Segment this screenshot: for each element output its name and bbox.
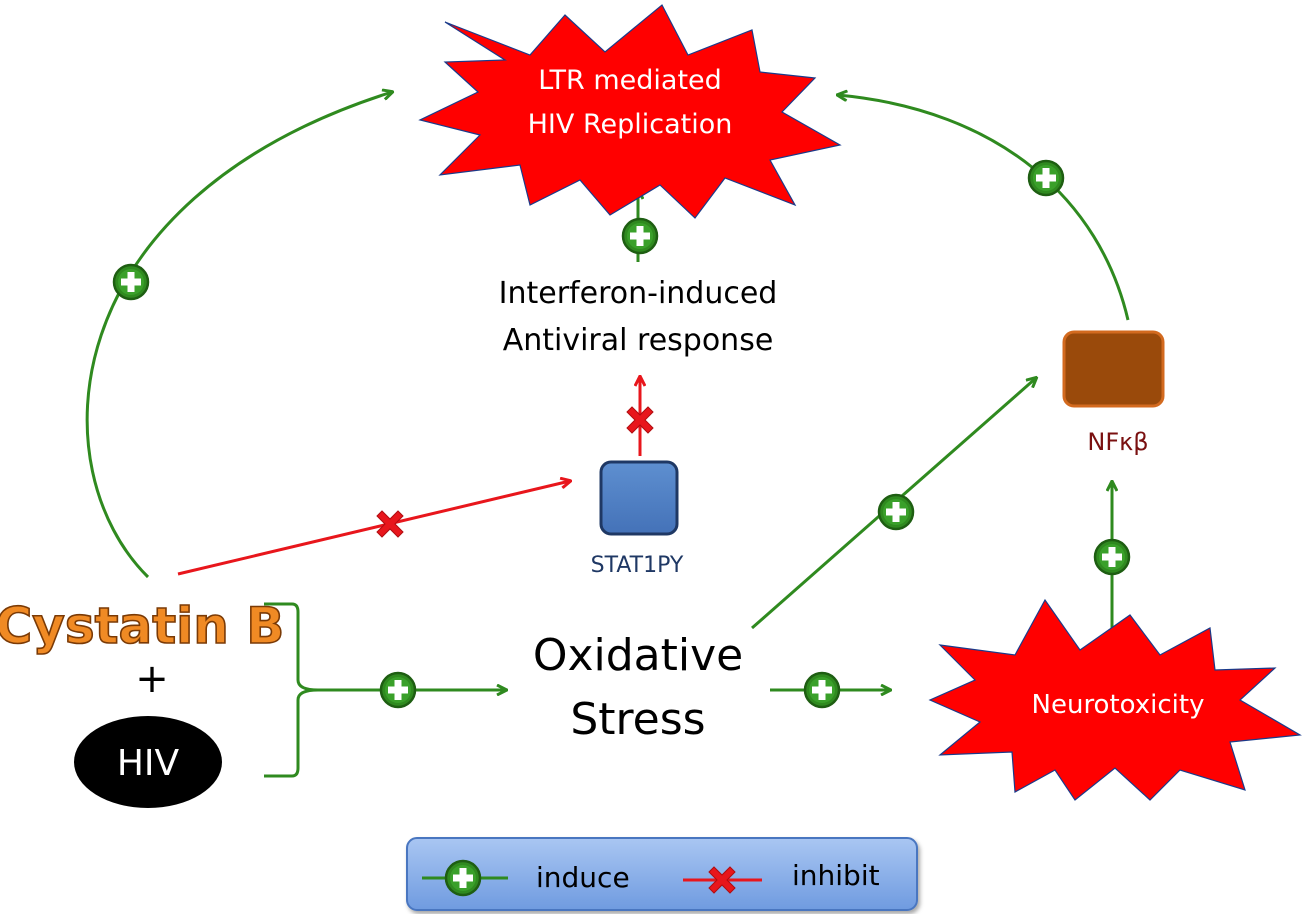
- legend-inhibit-label: inhibit: [792, 859, 880, 892]
- interferon-label-line1: Interferon-induced: [499, 276, 778, 311]
- legend: induce inhibit: [406, 837, 918, 911]
- ltr-burst: LTR mediated HIV Replication: [418, 4, 842, 219]
- plus-circle-icon: [621, 217, 659, 255]
- interferon-label-line2: Antiviral response: [503, 323, 774, 358]
- arc-nfkb-to-ltr: [838, 95, 1130, 321]
- oxidative-label-line2: Stress: [570, 694, 705, 745]
- red-x-icon: [376, 510, 404, 538]
- arrow-cystatin-to-stat1py: [177, 481, 570, 576]
- plus-circle-icon: [1027, 159, 1065, 197]
- stat1py-node: [599, 460, 679, 536]
- arc-cystatin-to-ltr: [85, 92, 392, 579]
- ltr-label-line1: LTR mediated: [538, 65, 722, 96]
- legend-induce-label: induce: [536, 861, 630, 894]
- oxidative-label-line1: Oxidative: [533, 630, 743, 681]
- plus-circle-icon: [444, 859, 482, 897]
- neurotoxicity-label: Neurotoxicity: [1032, 690, 1205, 720]
- plus-circle-icon: [1093, 538, 1131, 576]
- nfkb-node: [1062, 330, 1165, 408]
- hiv-node: [74, 716, 222, 808]
- legend-box: [406, 837, 918, 911]
- hiv-label: HIV: [117, 743, 180, 784]
- ltr-label-line2: HIV Replication: [528, 109, 733, 140]
- stat1py-label: STAT1PY: [591, 553, 684, 578]
- plus-circle-icon: [379, 671, 417, 709]
- plus-label: +: [135, 656, 169, 702]
- plus-circle-icon: [112, 263, 150, 301]
- plus-circle-icon: [803, 671, 841, 709]
- cystatin-b-label: Cystatin B: [0, 597, 284, 655]
- neurotoxicity-burst: Neurotoxicity: [928, 598, 1302, 801]
- plus-circle-icon: [877, 493, 915, 531]
- nfkb-label: NFκβ: [1087, 428, 1148, 456]
